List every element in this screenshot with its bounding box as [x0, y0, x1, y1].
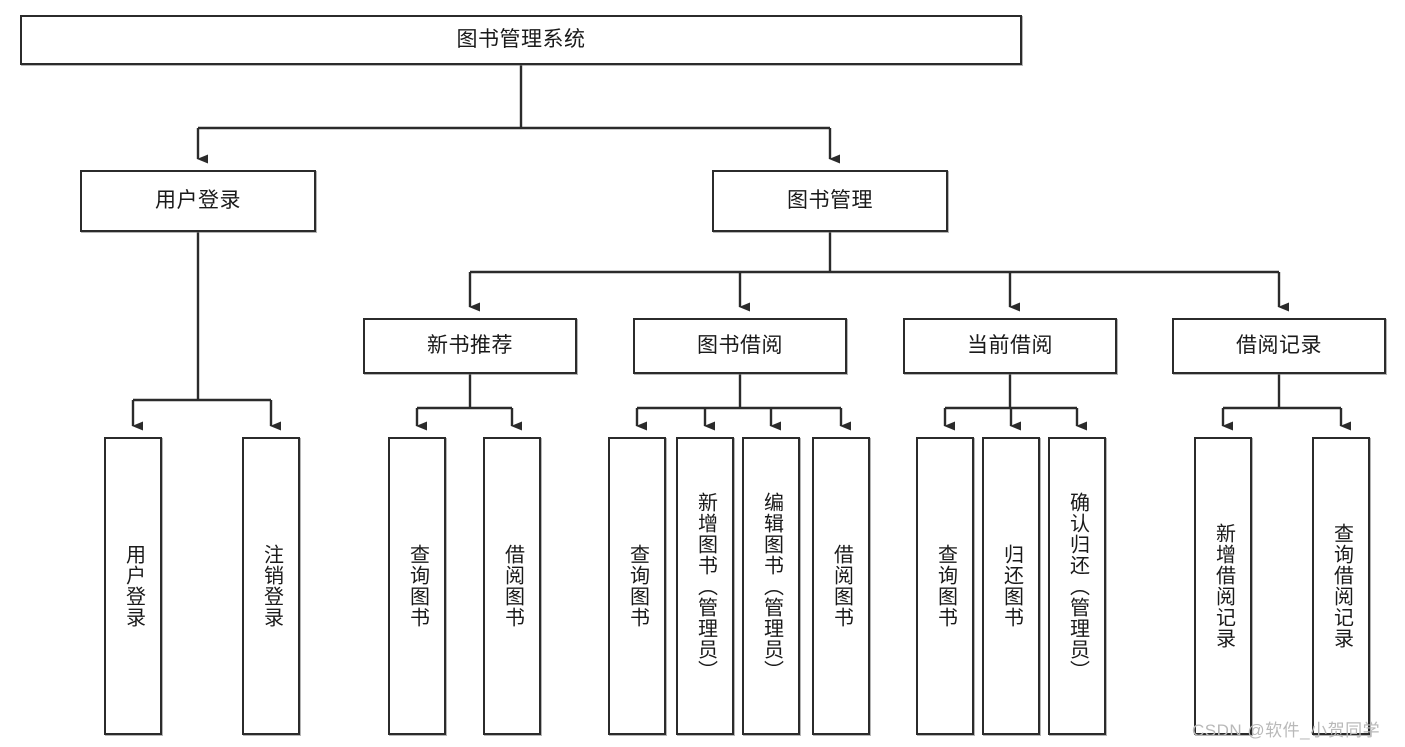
node-leaf-confirm-return: 确认归还（管理员）: [1048, 437, 1106, 735]
node-leaf-add-book: 新增图书（管理员）: [676, 437, 734, 735]
node-label-user-login: 用户登录: [155, 188, 241, 212]
node-label-leaf-borrow-book-rec: 借阅图书: [501, 544, 524, 628]
node-label-leaf-add-book: 新增图书（管理员）: [694, 491, 717, 681]
node-leaf-return-book: 归还图书: [982, 437, 1040, 735]
node-borrow-record: 借阅记录: [1172, 318, 1386, 374]
node-leaf-query-book-borrow: 查询图书: [608, 437, 666, 735]
node-label-book-borrow: 图书借阅: [697, 333, 783, 357]
node-label-leaf-query-book-rec: 查询图书: [406, 544, 429, 628]
node-book-manage: 图书管理: [712, 170, 948, 232]
node-current-borrow: 当前借阅: [903, 318, 1117, 374]
node-label-new-book-recommend: 新书推荐: [427, 333, 513, 357]
node-leaf-logout: 注销登录: [242, 437, 300, 735]
node-new-book-recommend: 新书推荐: [363, 318, 577, 374]
node-leaf-query-book-rec: 查询图书: [388, 437, 446, 735]
node-label-book-manage: 图书管理: [787, 188, 873, 212]
node-label-leaf-query-book-current: 查询图书: [934, 544, 957, 628]
node-label-leaf-user-login: 用户登录: [122, 544, 145, 628]
node-label-current-borrow: 当前借阅: [967, 333, 1053, 357]
node-leaf-borrow-book: 借阅图书: [812, 437, 870, 735]
node-label-root: 图书管理系统: [456, 27, 586, 51]
node-leaf-user-login: 用户登录: [104, 437, 162, 735]
node-leaf-borrow-book-rec: 借阅图书: [483, 437, 541, 735]
node-label-leaf-query-book-borrow: 查询图书: [626, 544, 649, 628]
node-book-borrow: 图书借阅: [633, 318, 847, 374]
node-leaf-edit-book: 编辑图书（管理员）: [742, 437, 800, 735]
node-label-leaf-logout: 注销登录: [260, 544, 283, 628]
node-label-leaf-confirm-return: 确认归还（管理员）: [1066, 491, 1089, 681]
node-label-leaf-edit-book: 编辑图书（管理员）: [760, 491, 783, 681]
node-leaf-add-record: 新增借阅记录: [1194, 437, 1252, 735]
node-label-leaf-query-record: 查询借阅记录: [1330, 523, 1353, 649]
node-leaf-query-book-current: 查询图书: [916, 437, 974, 735]
node-leaf-query-record: 查询借阅记录: [1312, 437, 1370, 735]
node-user-login: 用户登录: [80, 170, 316, 232]
node-label-leaf-return-book: 归还图书: [1000, 544, 1023, 628]
node-root: 图书管理系统: [20, 15, 1022, 65]
node-label-leaf-borrow-book: 借阅图书: [830, 544, 853, 628]
node-label-borrow-record: 借阅记录: [1236, 333, 1322, 357]
node-label-leaf-add-record: 新增借阅记录: [1212, 523, 1235, 649]
